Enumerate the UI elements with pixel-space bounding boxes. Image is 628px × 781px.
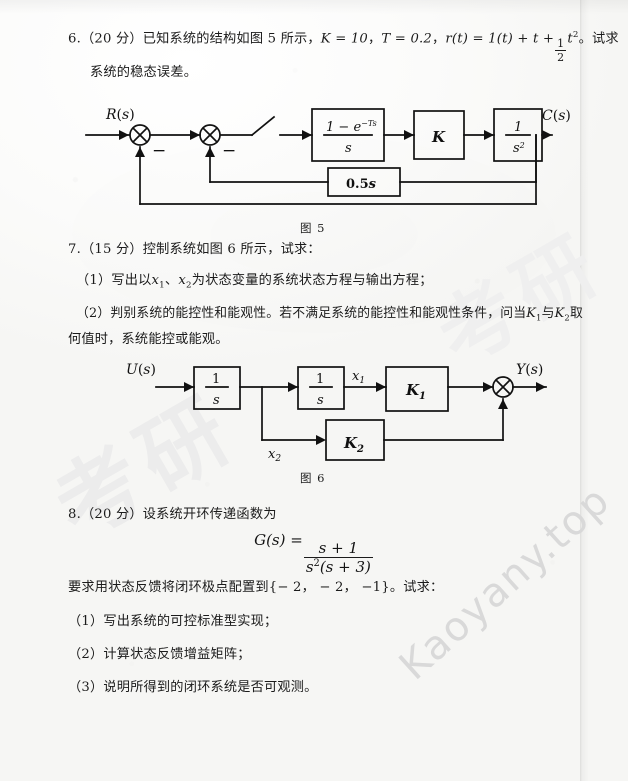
figure-5-block-diagram: R(s) C(s) − − 1 − e−Ts s K 1 s2 0.5s	[84, 104, 571, 214]
fig6-block-integrator-1	[193, 366, 241, 410]
fig5-arrowheads	[119, 130, 552, 157]
q7-item1-sep: 、	[164, 273, 179, 288]
q7-item2-sep: 与	[541, 306, 555, 321]
figure-6-block-diagram: U(s) Y(s) 1 s 1 s x1 x2 K1 K2	[126, 362, 550, 464]
q7-line-1: 7.（15 分）控制系统如图 6 所示，试求：	[68, 242, 321, 257]
fig5-int-numerator: 1	[514, 120, 522, 135]
q6-param-K: K = 10	[320, 31, 369, 47]
q7-gain-K2: K	[554, 306, 565, 321]
fig6-label-input: U(s)	[126, 362, 156, 378]
fig5-sum-junction-1	[129, 124, 151, 146]
q7-item-2-line-1: （2）判别系统的能控性和能观性。若不满足系统的能控性和能观性条件，问当K1与K2…	[76, 306, 583, 323]
fig6-int2-numerator: 1	[316, 372, 324, 387]
fig6-label-x1: x1	[352, 369, 365, 386]
q6-line1-text-b: 。试求	[578, 31, 619, 47]
q7-state-x2: x	[178, 273, 186, 288]
fig6-block-gain-K1	[385, 366, 449, 412]
fig6-int1-numerator: 1	[212, 372, 220, 387]
q8-eq-numerator: s + 1	[318, 539, 359, 558]
q7-item1-text-b: 为状态变量的系统状态方程与输出方程；	[191, 273, 433, 288]
q6-comma-1: ，	[368, 31, 382, 47]
fig6-gain-K2-label: K2	[343, 434, 364, 455]
figure-5-caption: 图 5	[300, 221, 326, 235]
q7-item-2-line-2: 何值时，系统能控或能观。	[68, 332, 229, 347]
q7-gain-K1: K	[526, 306, 537, 321]
fig5-zoh-numerator: 1 − e−Ts	[326, 119, 377, 135]
q6-t-exponent: 2	[572, 30, 579, 40]
figure-6-caption: 图 6	[300, 471, 326, 485]
q8-eq-denominator: s2(s + 3)	[303, 557, 373, 577]
fig5-feedback-label: 0.5s	[346, 177, 377, 192]
q7-item2-text-b: 取	[569, 306, 583, 321]
q7-item2-text-a: （2）判别系统的能控性和能观性。若不满足系统的能控性和能观性条件，问当	[76, 306, 527, 321]
q7-item1-text-a: （1）写出以	[76, 273, 152, 288]
fig5-label-output: C(s)	[542, 108, 571, 124]
q6-input-signal: r(t) = 1(t) + t +	[445, 31, 555, 47]
q7-item-1: （1）写出以x1、x2为状态变量的系统状态方程与输出方程；	[76, 273, 433, 291]
fig5-sign-minus-2: −	[222, 141, 236, 161]
fig5-int-denominator: s2	[513, 141, 525, 156]
fig5-gain-label: K	[431, 128, 446, 146]
q8-item-1: （1）写出系统的可控标准型实现；	[68, 614, 278, 629]
fig5-label-input: R(s)	[105, 107, 135, 123]
q6-line-2: 系统的稳态误差。	[90, 65, 198, 80]
fig5-block-feedback-05s	[327, 167, 401, 197]
q8-line-2: 要求用状态反馈将闭环极点配置到{− 2， − 2， −1}。试求：	[68, 580, 444, 595]
q8-item-3: （3）说明所得到的闭环系统是否可观测。	[68, 680, 318, 695]
q6-line1-text-a: 6.（20 分）已知系统的结构如图 5 所示，	[68, 31, 321, 47]
fig6-gain-K1-label: K1	[405, 381, 426, 402]
fig6-int2-denominator: s	[317, 393, 324, 408]
q6-t-symbol: t	[567, 31, 573, 47]
q8-line-1: 8.（20 分）设系统开环传递函数为	[68, 507, 277, 522]
fig6-block-integrator-2	[297, 366, 345, 410]
fig5-zoh-denominator: s	[345, 141, 352, 156]
q8-item-2: （2）计算状态反馈增益矩阵；	[68, 647, 251, 662]
fig5-switch-blade	[250, 115, 276, 137]
fig6-int1-denominator: s	[213, 393, 220, 408]
fig5-sign-minus-1: −	[152, 141, 166, 161]
fig6-arrowheads	[184, 382, 546, 445]
q6-param-T: T = 0.2	[381, 31, 433, 47]
fig6-label-x2: x2	[268, 447, 281, 464]
q6-comma-2: ，	[432, 31, 446, 47]
fig6-label-output: Y(s)	[516, 362, 543, 378]
q7-state-x1: x	[151, 273, 160, 288]
q8-eq-lhs: G(s) =	[254, 531, 303, 549]
q6-line-1: 6.（20 分）已知系统的结构如图 5 所示，K = 10，T = 0.2，r(…	[68, 29, 619, 63]
